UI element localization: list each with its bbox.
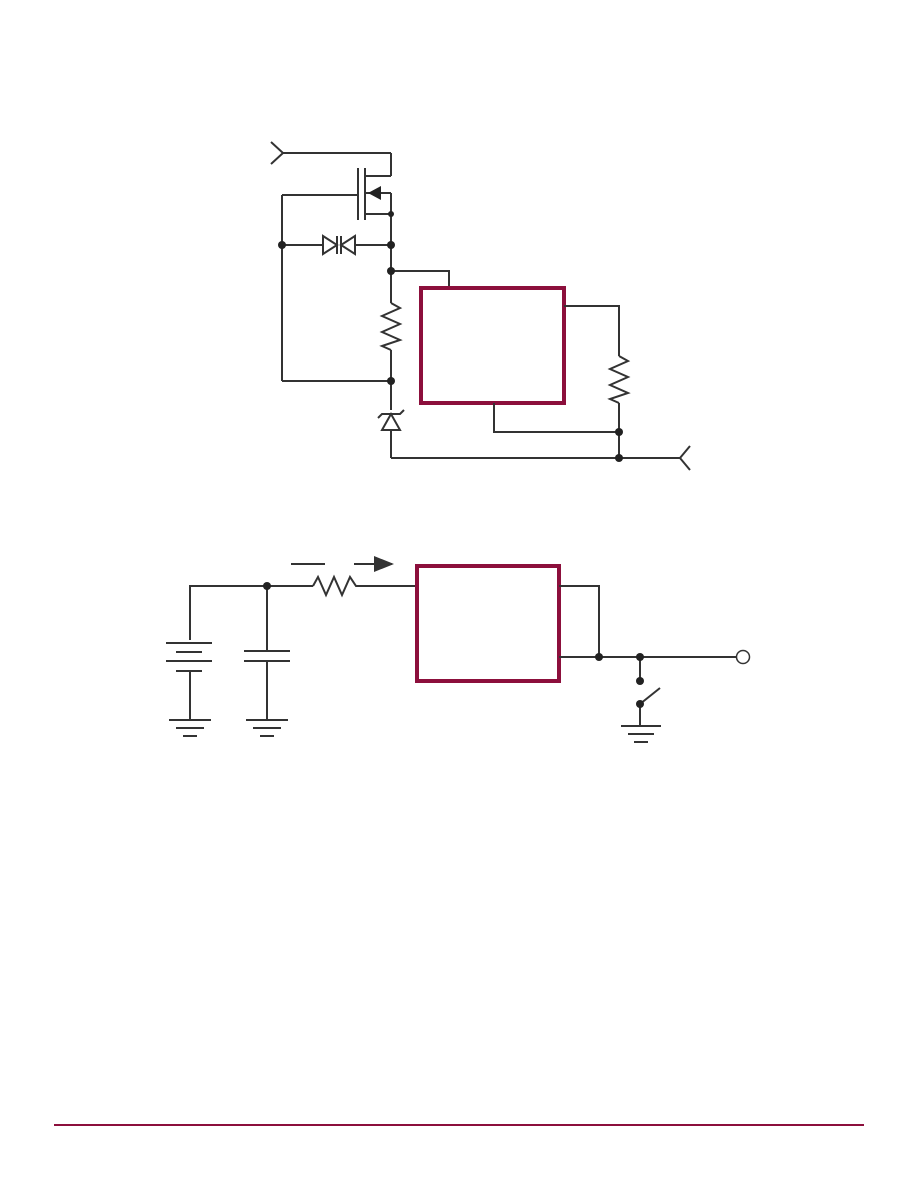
output-terminal — [678, 445, 691, 471]
input-terminal — [270, 141, 391, 165]
junction-dot — [387, 241, 395, 249]
capacitor-icon — [244, 586, 290, 720]
switch-contact-dot — [636, 677, 644, 685]
zener-diode-icon — [377, 409, 405, 458]
ic-ground-wire — [493, 403, 619, 433]
ic-block-2 — [415, 564, 561, 683]
junction-dot — [388, 211, 394, 217]
junction-dot — [387, 377, 395, 385]
ground-icon — [621, 725, 661, 743]
junction-dot — [636, 653, 644, 661]
mosfet-arrow-icon — [368, 186, 381, 200]
ic-block-1 — [419, 286, 566, 405]
ground-icon — [246, 719, 288, 737]
junction-dot — [278, 241, 286, 249]
ic-supply-wire — [391, 270, 450, 288]
junction-dot — [387, 267, 395, 275]
tvs-diode-icon — [282, 234, 391, 256]
mosfet-symbol — [282, 153, 392, 220]
switch-contact-dot — [636, 700, 644, 708]
ic-feedback-wire — [559, 585, 600, 657]
junction-dot — [615, 428, 623, 436]
junction-dot — [595, 653, 603, 661]
supply-wire — [189, 585, 313, 640]
gate-resistor-icon — [379, 302, 403, 410]
switch-icon — [639, 657, 661, 726]
battery-icon — [166, 642, 212, 720]
junction-dot — [615, 454, 623, 462]
figure-2-schematic — [166, 556, 751, 743]
output-terminal-icon — [735, 649, 751, 665]
series-resistor-icon — [312, 574, 417, 598]
figure-1-schematic — [270, 141, 691, 471]
ground-icon — [169, 719, 211, 737]
junction-dot — [263, 582, 271, 590]
